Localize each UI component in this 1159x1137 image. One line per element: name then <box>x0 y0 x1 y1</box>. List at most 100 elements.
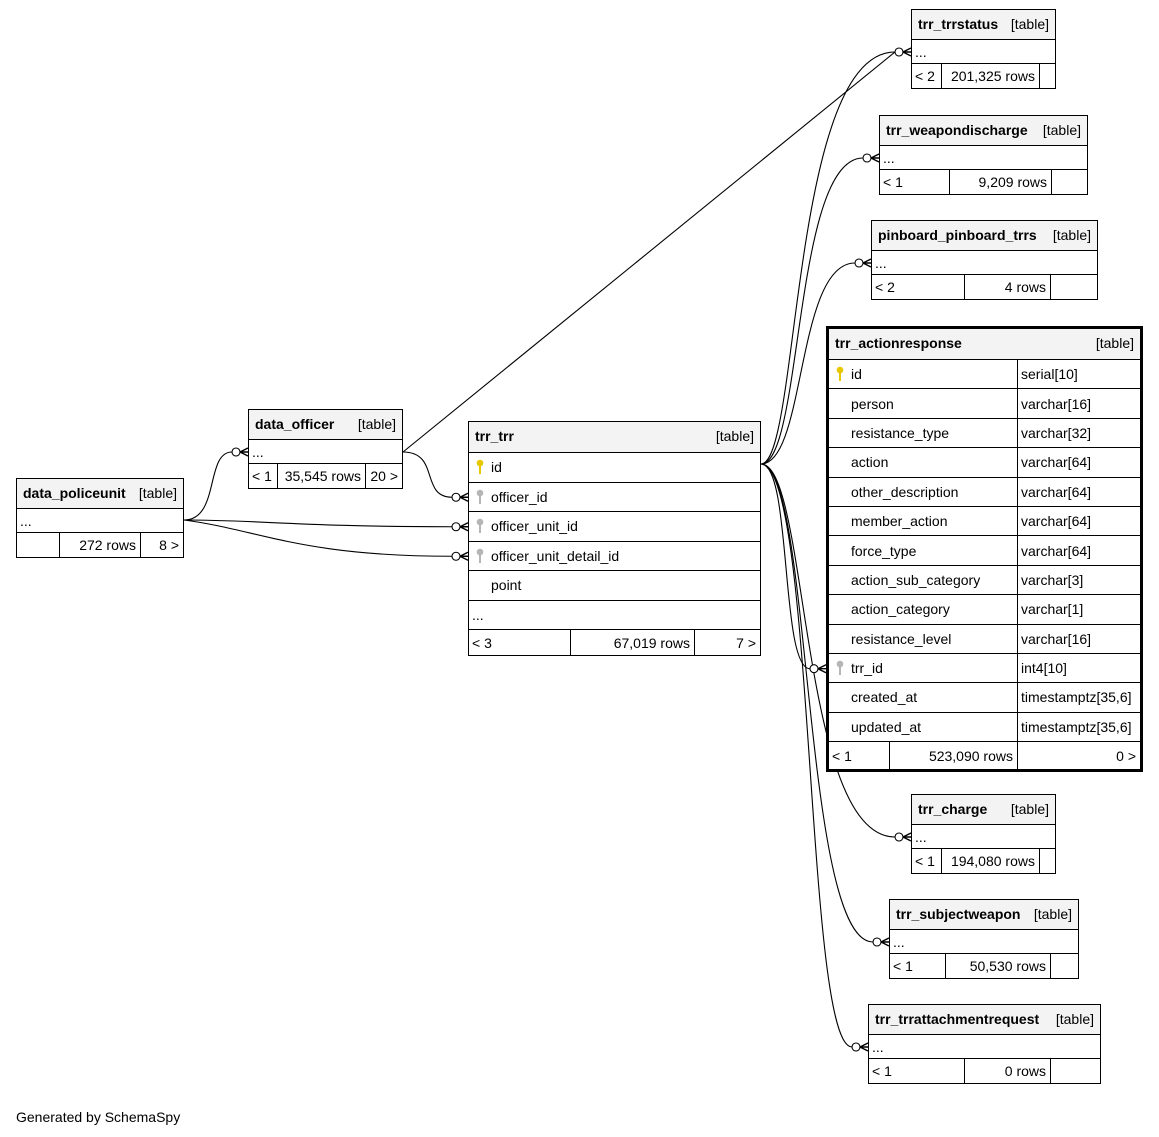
parents-count[interactable] <box>17 533 60 557</box>
edge-data_policeunit-data_officer <box>183 451 233 521</box>
table-name[interactable]: data_officer <box>255 416 335 432</box>
children-count[interactable]: 7 > <box>736 634 756 651</box>
parents-count[interactable]: < 1 <box>249 464 278 488</box>
key-slot <box>469 571 491 600</box>
column-row[interactable]: officer_id <box>469 483 760 512</box>
row-count: 4 rows <box>965 275 1051 299</box>
edge-trr_actionresponse-optional-marker <box>809 664 819 674</box>
table-name[interactable]: trr_weapondischarge <box>886 122 1028 138</box>
table-header: pinboard_pinboard_trrs[table] <box>872 221 1097 251</box>
children-count[interactable] <box>1051 1059 1100 1083</box>
children-count[interactable] <box>1040 849 1055 873</box>
key-slot <box>469 483 491 512</box>
table-name[interactable]: data_policeunit <box>23 485 126 501</box>
table-header: trr_trrstatus[table] <box>912 10 1055 40</box>
parents-count[interactable]: < 1 <box>890 954 946 978</box>
more-columns-row: ... <box>890 930 1078 954</box>
more-columns-row: ... <box>912 825 1055 849</box>
parents-count[interactable]: < 2 <box>872 275 965 299</box>
children-count[interactable] <box>1040 64 1055 88</box>
column-row[interactable]: officer_unit_detail_id <box>469 542 760 571</box>
column-name: officer_unit_id <box>491 518 578 535</box>
children-count[interactable]: 0 > <box>1116 747 1136 764</box>
key-slot <box>829 478 851 506</box>
children-count[interactable]: 8 > <box>159 537 179 553</box>
parents-count[interactable]: < 1 <box>880 170 950 194</box>
table-name[interactable]: trr_trrstatus <box>918 16 999 32</box>
edge-data_officer-optional-marker <box>231 447 241 457</box>
more-columns-indicator: ... <box>883 149 895 166</box>
edge-pinboard_pinboard_trrs-many-marker <box>862 258 872 268</box>
edge-trr_trrattachmentrequest-many-marker <box>859 1042 869 1052</box>
children-count[interactable]: 20 > <box>370 468 398 484</box>
row-count: 272 rows <box>60 533 141 557</box>
key-slot <box>469 453 491 482</box>
key-slot <box>829 595 851 623</box>
key-slot <box>829 389 851 417</box>
table-name[interactable]: trr_actionresponse <box>835 335 962 351</box>
column-name: person <box>851 389 1018 418</box>
table-kind: [table] <box>138 485 177 501</box>
column-name: officer_unit_detail_id <box>491 547 620 564</box>
parents-count[interactable]: < 1 <box>869 1059 965 1083</box>
table-name[interactable]: trr_trrattachmentrequest <box>875 1011 1040 1027</box>
edge-trr_trr-officer_id-optional-marker <box>451 492 461 502</box>
table-kind: [table] <box>1055 1011 1094 1027</box>
children-count[interactable] <box>1052 170 1087 194</box>
children-count[interactable] <box>1051 275 1097 299</box>
column-name: action <box>851 448 1018 477</box>
table-name[interactable]: trr_charge <box>918 801 988 817</box>
parents-count[interactable]: < 3 <box>469 630 571 655</box>
more-columns-indicator: ... <box>875 254 887 271</box>
key-slot <box>469 512 491 541</box>
key-slot <box>829 713 851 741</box>
parents-count[interactable]: < 2 <box>912 64 942 88</box>
column-type: varchar[32] <box>1021 424 1092 441</box>
table-name[interactable]: trr_trr <box>475 428 514 444</box>
column-type: varchar[16] <box>1021 630 1092 647</box>
children-count[interactable] <box>1051 954 1078 978</box>
parents-count[interactable]: < 1 <box>912 849 942 873</box>
parents-count[interactable]: < 1 <box>829 742 890 770</box>
foreign-key-icon <box>836 660 844 676</box>
more-columns-indicator: ... <box>252 443 264 460</box>
column-name: officer_id <box>491 488 548 505</box>
column-row[interactable]: point <box>469 571 760 601</box>
edge-trr_trrattachmentrequest-optional-marker <box>851 1042 861 1052</box>
table-kind: [table] <box>1095 335 1134 351</box>
table-header: trr_charge[table] <box>912 795 1055 825</box>
table-name[interactable]: pinboard_pinboard_trrs <box>878 227 1037 243</box>
column-row[interactable]: id <box>469 453 760 483</box>
column-row[interactable]: officer_unit_id <box>469 512 760 542</box>
table-name[interactable]: trr_subjectweapon <box>896 906 1021 922</box>
edge-data_policeunit-trr_trr-officer_unit_detail_id <box>183 519 453 557</box>
key-slot <box>829 566 851 594</box>
